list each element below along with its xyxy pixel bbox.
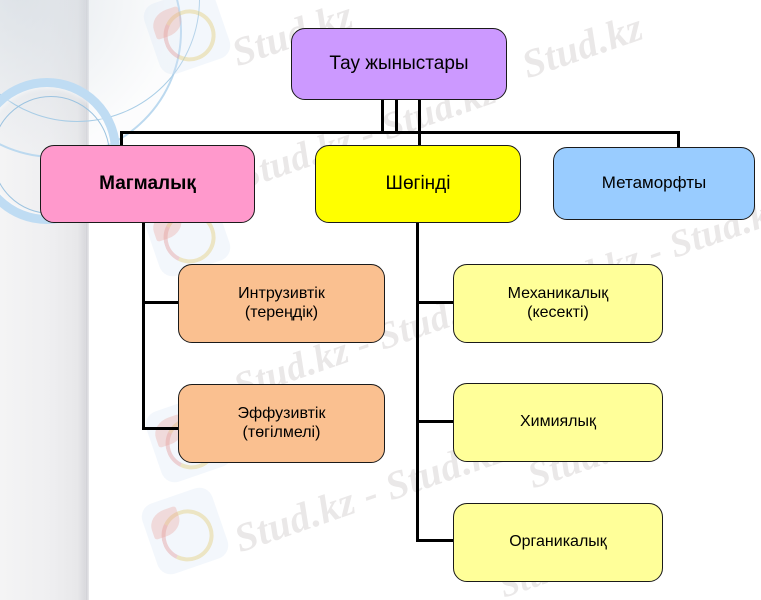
node-intrusive[interactable]: Интрузивтік (тереңдік) [178, 264, 385, 343]
node-label-block: Механикалық (кесекті) [508, 285, 609, 323]
node-sedimentary[interactable]: Шөгінді [315, 145, 521, 223]
connector-root-stub-c [418, 100, 421, 146]
connector-root-stub-a [381, 100, 384, 134]
node-label-line1: Интрузивтік [238, 284, 325, 302]
node-label: Метаморфты [601, 173, 707, 193]
node-magmatic[interactable]: Магмалық [40, 145, 255, 223]
node-label: Органикалық [509, 533, 607, 551]
connector-level1-bus [120, 131, 680, 134]
node-organic[interactable]: Органикалық [453, 503, 663, 582]
node-label-line2: (кесекті) [527, 303, 589, 321]
node-effusive[interactable]: Эффузивтік (төгілмелі) [178, 384, 385, 463]
node-label-line2: (тереңдік) [244, 303, 319, 321]
connector-magmatic-branch-1 [142, 301, 180, 304]
node-label: Химиялық [519, 413, 597, 431]
connector-root-stub-b [395, 100, 398, 134]
node-label-line1: Механикалық [507, 284, 609, 302]
node-label-block: Интрузивтік (тереңдік) [238, 285, 325, 323]
node-chemical[interactable]: Химиялық [453, 383, 663, 462]
template-sidebar-edge [86, 0, 89, 600]
node-mechanical[interactable]: Механикалық (кесекті) [453, 264, 663, 343]
node-metamorphic[interactable]: Метаморфты [553, 147, 755, 220]
connector-drop-metamorphic [677, 131, 680, 147]
node-label-line2: (төгілмелі) [242, 423, 321, 441]
connector-magmatic-spine [142, 222, 145, 430]
connector-sedimentary-branch-1 [416, 301, 455, 304]
node-label: Шөгінді [385, 172, 451, 194]
connector-sedimentary-spine [416, 222, 419, 542]
node-label: Магмалық [99, 172, 196, 194]
node-label-block: Эффузивтік (төгілмелі) [238, 405, 326, 443]
node-rock-types-root[interactable]: Тау жыныстары [291, 28, 507, 100]
connector-magmatic-branch-2 [142, 427, 180, 430]
connector-sedimentary-branch-2 [416, 420, 455, 423]
node-label: Тау жыныстары [329, 52, 469, 74]
connector-sedimentary-branch-3 [416, 539, 455, 542]
node-label-line1: Эффузивтік [237, 404, 326, 422]
